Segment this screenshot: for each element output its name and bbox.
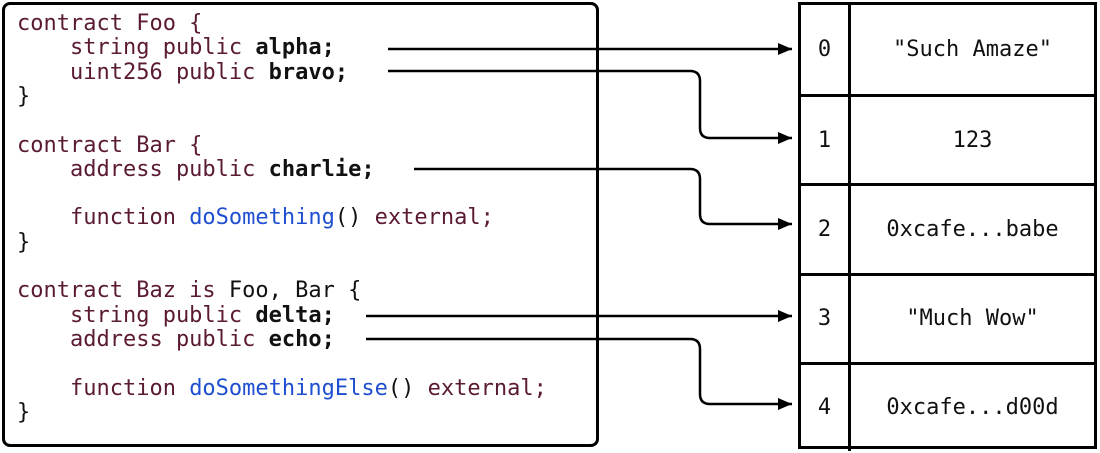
arrow-charlie-to-slot-2 xyxy=(414,167,792,230)
code-line: string public alpha; xyxy=(17,36,335,60)
arrow-echo-to-slot-4 xyxy=(366,337,792,410)
code-token: function xyxy=(17,375,190,401)
code-line: function doSomething() external; xyxy=(17,206,494,230)
code-token: Foo, Bar { xyxy=(228,278,362,304)
code-token: contract Foo { xyxy=(17,11,203,36)
storage-slots-table: 0 "Such Amaze" 1 123 2 0xcafe...babe 3 "Much Wo… xyxy=(798,2,1097,451)
code-token: alpha; xyxy=(255,35,335,61)
slot-value: 123 xyxy=(952,127,993,153)
storage-slot-3: 3 "Much Wow" xyxy=(801,272,1094,362)
arrow-bravo-to-slot-1 xyxy=(388,69,792,144)
slot-index: 0 xyxy=(801,5,851,95)
code-token: doSomething xyxy=(189,205,335,231)
code-token: } xyxy=(17,229,31,255)
code-token: } xyxy=(17,83,31,109)
code-token: string public xyxy=(17,302,256,328)
code-token: address public xyxy=(17,156,269,182)
code-token: function xyxy=(17,205,190,231)
slot-value: 0xcafe...babe xyxy=(886,216,1059,242)
slot-index: 4 xyxy=(801,364,851,451)
storage-slot-1: 1 123 xyxy=(801,94,1094,184)
slot-value: "Such Amaze" xyxy=(893,37,1052,63)
code-line: uint256 public bravo; xyxy=(17,59,349,85)
code-token: delta; xyxy=(255,302,335,328)
code-line: contract Foo { xyxy=(17,12,202,36)
code-token: contract Bar { xyxy=(17,132,203,158)
storage-slot-2: 2 0xcafe...babe xyxy=(801,183,1094,273)
code-token: external; xyxy=(427,375,547,401)
code-token: contract Baz is xyxy=(17,278,229,304)
code-line: address public charlie; xyxy=(17,156,375,182)
code-token: uint256 public xyxy=(17,59,269,85)
code-line: function doSomethingElse() external; xyxy=(17,375,547,401)
code-token: charlie; xyxy=(268,156,375,182)
slot-index: 2 xyxy=(801,186,851,273)
code-token: address public xyxy=(17,326,269,352)
slot-value: "Much Wow" xyxy=(906,306,1039,332)
code-token: () xyxy=(387,375,428,401)
storage-slot-0: 0 "Such Amaze" xyxy=(801,5,1094,95)
code-token: bravo; xyxy=(268,59,349,85)
code-line: } xyxy=(17,229,31,255)
code-token: string public xyxy=(17,35,256,61)
code-line: address public echo; xyxy=(17,326,335,352)
code-token: external; xyxy=(374,205,494,231)
code-line: } xyxy=(17,83,31,109)
code-token: } xyxy=(17,399,31,425)
slot-index: 3 xyxy=(801,275,851,362)
slot-index: 1 xyxy=(801,97,851,184)
code-token: echo; xyxy=(268,326,335,352)
code-line: string public delta; xyxy=(17,302,335,328)
slot-value: 0xcafe...d00d xyxy=(886,395,1059,421)
storage-slot-4: 4 0xcafe...d00d xyxy=(801,361,1094,451)
code-panel: contract Foo { string public alpha; uint… xyxy=(2,2,599,447)
code-line: contract Bar { xyxy=(17,132,203,158)
code-token: () xyxy=(334,205,375,231)
code-line: contract Baz is Foo, Bar { xyxy=(17,279,361,303)
code-token: doSomethingElse xyxy=(189,375,388,401)
code-line: } xyxy=(17,399,31,425)
